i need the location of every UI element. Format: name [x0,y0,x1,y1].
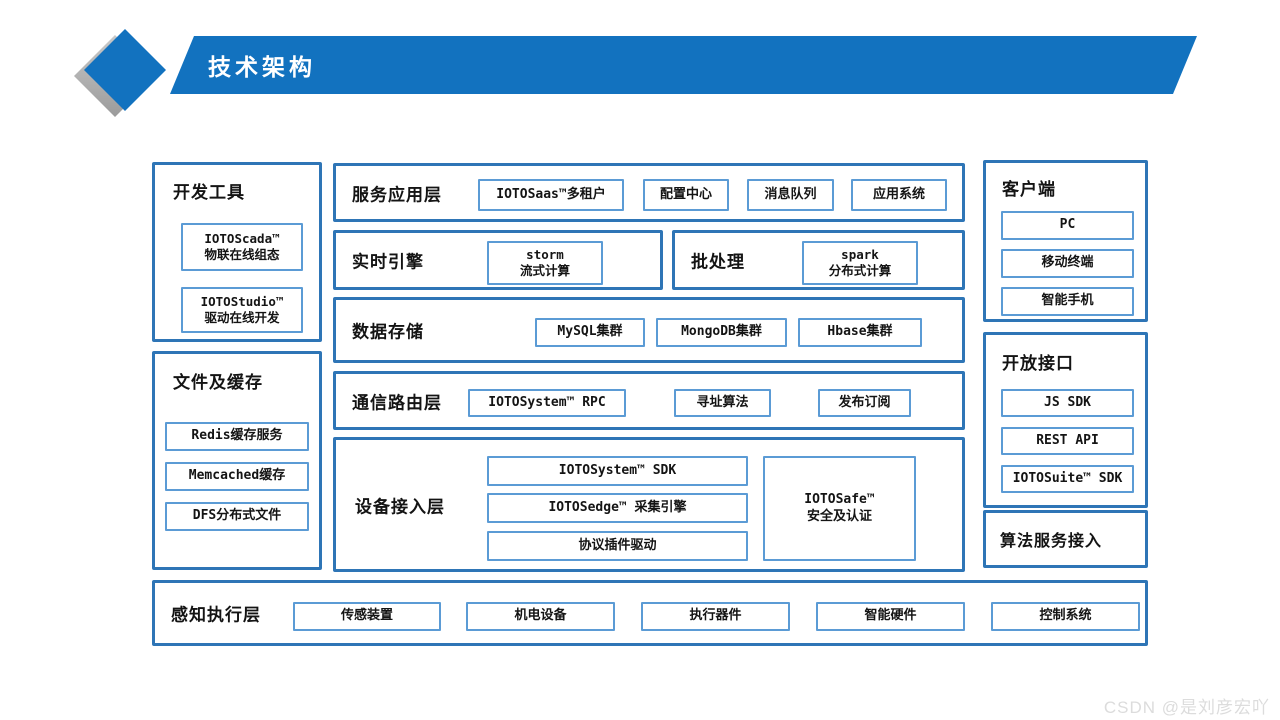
panel-title-files-cache: 文件及缓存 [173,373,263,392]
item-dfs: DFS分布式文件 [165,502,309,531]
panel-dev-tools: 开发工具 IOTOScada™ 物联在线组态 IOTOStudio™ 驱动在线开… [152,162,322,342]
panel-title-storage: 数据存储 [352,322,424,342]
item-label: 应用系统 [872,186,925,202]
item-label-line: 分布式计算 [828,263,892,278]
item-app-system: 应用系统 [851,179,947,211]
panel-algo-service: 算法服务接入 [983,510,1148,568]
watermark-text: CSDN @是刘彦宏吖 [1103,698,1270,717]
item-iotostudio: IOTOStudio™ 驱动在线开发 [181,287,303,333]
item-label: 传感装置 [340,608,393,624]
item-actuator: 执行器件 [641,602,790,631]
panel-title-routing: 通信路由层 [352,393,442,412]
panel-device-layer: 设备接入层 IOTOSystem™ SDK IOTOSedge™ 采集引擎 协议… [333,437,965,572]
item-label: Hbase集群 [827,324,893,340]
item-label: PC [1059,217,1076,233]
item-label: Redis缓存服务 [191,428,283,444]
item-label: 执行器件 [689,608,742,624]
panel-routing: 通信路由层 IOTOSystem™ RPC 寻址算法 发布订阅 [333,371,965,430]
item-label: 配置中心 [659,186,712,202]
item-mongodb: MongoDB集群 [656,318,787,347]
item-smart-hardware: 智能硬件 [816,602,965,631]
panel-title-realtime: 实时引擎 [352,252,424,272]
item-label-line: IOTOSafe™ [804,491,875,507]
panel-storage: 数据存储 MySQL集群 MongoDB集群 Hbase集群 [333,297,965,363]
item-redis: Redis缓存服务 [165,422,309,451]
item-label: REST API [1036,432,1099,448]
item-label: 智能手机 [1041,293,1094,309]
item-label: Memcached缓存 [188,468,286,484]
item-label: JS SDK [1044,394,1091,410]
item-label: IOTOSedge™ 采集引擎 [548,499,687,515]
panel-files-cache: 文件及缓存 Redis缓存服务 Memcached缓存 DFS分布式文件 [152,351,322,570]
item-label: DFS分布式文件 [192,508,282,524]
item-label: 消息队列 [764,186,817,202]
item-label: 发布订阅 [838,394,891,410]
item-control-system: 控制系统 [991,602,1140,631]
panel-title-algo-service: 算法服务接入 [1000,533,1103,550]
panel-batch: 批处理 spark 分布式计算 [672,230,965,290]
panel-title-open-api: 开放接口 [1002,354,1074,373]
item-label-line: IOTOStudio™ [200,293,284,309]
panel-title-service-layer: 服务应用层 [352,185,442,204]
item-iotosystem-sdk: IOTOSystem™ SDK [487,456,748,486]
item-iotosystem-rpc: IOTOSystem™ RPC [468,389,626,417]
item-message-queue: 消息队列 [747,179,834,211]
item-label-line: 物联在线组态 [204,247,280,262]
item-label: 寻址算法 [696,394,749,410]
item-label: 机电设备 [514,608,567,624]
item-mobile-terminal: 移动终端 [1001,249,1134,278]
item-label: MongoDB集群 [681,324,762,340]
item-label: 智能硬件 [864,608,917,624]
panel-perception-layer: 感知执行层 传感装置 机电设备 执行器件 智能硬件 控制系统 [152,580,1148,646]
item-label: IOTOSystem™ SDK [558,462,677,478]
item-label: IOTOSuite™ SDK [1012,470,1123,486]
panel-title-perception: 感知执行层 [171,605,261,625]
item-rest-api: REST API [1001,427,1134,455]
item-iotosuite-sdk: IOTOSuite™ SDK [1001,465,1134,493]
item-label: IOTOSaas™多租户 [496,186,606,202]
panel-client: 客户端 PC 移动终端 智能手机 [983,160,1148,322]
page-title: 技术架构 [208,54,316,80]
item-smartphone: 智能手机 [1001,287,1134,316]
item-config-center: 配置中心 [643,179,729,211]
panel-realtime-engine: 实时引擎 storm 流式计算 [333,230,663,290]
item-label-line: IOTOScada™ [204,230,280,246]
item-label: IOTOSystem™ RPC [488,394,606,410]
item-js-sdk: JS SDK [1001,389,1134,417]
item-label-line: 安全及认证 [806,508,872,524]
panel-title-batch: 批处理 [691,252,745,272]
item-label-line: storm [526,246,564,262]
item-sensor-device: 传感装置 [293,602,441,631]
panel-open-api: 开放接口 JS SDK REST API IOTOSuite™ SDK [983,332,1148,508]
panel-title-client: 客户端 [1002,180,1056,199]
item-label-line: 驱动在线开发 [204,310,280,325]
item-iotosaas: IOTOSaas™多租户 [478,179,624,211]
item-memcached: Memcached缓存 [165,462,309,491]
item-hbase: Hbase集群 [798,318,922,347]
item-label: MySQL集群 [557,324,623,340]
item-pc: PC [1001,211,1134,240]
item-addressing-algorithm: 寻址算法 [674,389,771,417]
item-label-line: 流式计算 [519,263,570,278]
item-pub-sub: 发布订阅 [818,389,911,417]
panel-service-layer: 服务应用层 IOTOSaas™多租户 配置中心 消息队列 应用系统 [333,163,965,222]
item-iotosedge: IOTOSedge™ 采集引擎 [487,493,748,523]
item-label: 移动终端 [1041,255,1094,271]
item-electromechanical: 机电设备 [466,602,615,631]
panel-title-dev-tools: 开发工具 [173,183,245,202]
item-iotoscada: IOTOScada™ 物联在线组态 [181,223,303,271]
item-storm: storm 流式计算 [487,241,603,285]
item-label-line: spark [841,246,879,262]
item-spark: spark 分布式计算 [802,241,918,285]
item-mysql: MySQL集群 [535,318,645,347]
item-label: 控制系统 [1039,608,1092,624]
item-protocol-plugin-driver: 协议插件驱动 [487,531,748,561]
item-label: 协议插件驱动 [578,537,657,553]
item-iotosafe: IOTOSafe™ 安全及认证 [763,456,916,561]
title-banner: 技术架构 [170,36,1197,94]
panel-title-device-layer: 设备接入层 [355,497,445,516]
